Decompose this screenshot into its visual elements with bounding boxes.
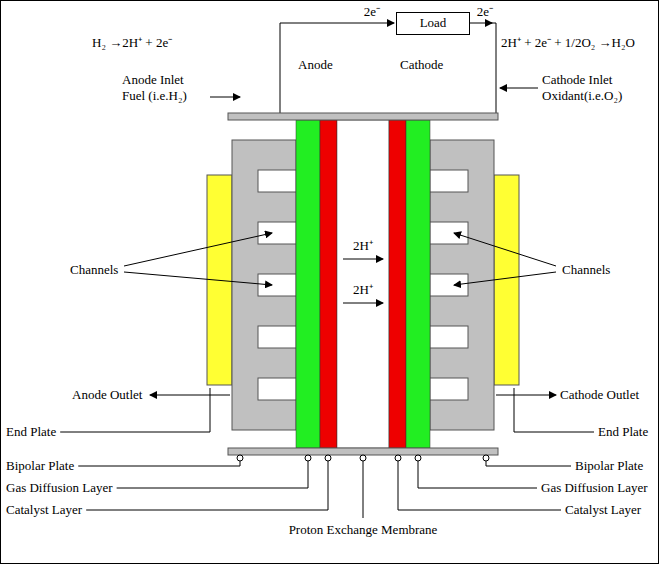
bipolar-plate — [232, 140, 296, 430]
load-label: Load — [420, 15, 447, 30]
leader-line — [486, 461, 571, 466]
leader-line — [78, 461, 240, 466]
anode-reaction: H₂ →2H⁺ + 2e⁻ — [92, 35, 172, 51]
leader-line — [363, 461, 364, 518]
electron-label: 2e⁻ — [477, 4, 493, 20]
inlet-label: Cathode Inlet Oxidant(i.e.O₂) — [542, 72, 652, 104]
leader-line — [117, 461, 308, 488]
part-label: Catalyst Layer — [6, 502, 82, 518]
catalyst-layer — [320, 120, 337, 448]
part-label: Bipolar Plate — [6, 458, 74, 474]
proton-exchange-membrane — [337, 120, 389, 448]
load-box: Load — [396, 12, 470, 35]
bipolar-plate — [430, 140, 494, 430]
part-label: Gas Diffusion Layer — [6, 480, 113, 496]
cathode-wire — [490, 23, 496, 113]
inlet-label: Anode Inlet Fuel (i.e.H₂) — [122, 72, 208, 104]
gas-diffusion-layer — [406, 120, 430, 448]
flow-arrows — [124, 88, 556, 395]
end-plate — [494, 175, 519, 385]
outlet-label: Anode Outlet — [72, 387, 142, 403]
bottom-plate — [228, 448, 498, 455]
part-label: Bipolar Plate — [575, 458, 643, 474]
cathode-wire-arrow — [470, 23, 492, 24]
electrode-label: Cathode — [400, 57, 443, 73]
proton-label: 2H⁺ — [353, 282, 373, 298]
top-plate — [228, 113, 498, 120]
cathode-reaction: 2H⁺ + 2e⁻ + 1/2O₂ →H₂O — [501, 35, 635, 51]
electrode-label: Anode — [298, 57, 333, 73]
channels-label: Channels — [562, 262, 610, 278]
leader-line — [86, 461, 328, 510]
leader-line — [60, 388, 210, 432]
part-label: Gas Diffusion Layer — [541, 480, 648, 496]
electron-label: 2e⁻ — [364, 4, 380, 20]
part-label: End Plate — [6, 424, 56, 440]
outlet-label: Cathode Outlet — [560, 387, 639, 403]
leader-line — [418, 461, 537, 488]
catalyst-layer — [389, 120, 406, 448]
gas-diffusion-layer — [296, 120, 320, 448]
part-label: Catalyst Layer — [565, 502, 641, 518]
part-label: End Plate — [598, 424, 648, 440]
part-label: Proton Exchange Membrane — [289, 522, 438, 538]
proton-label: 2H⁺ — [353, 238, 373, 254]
channels-label: Channels — [70, 262, 118, 278]
anode-wire — [280, 23, 394, 113]
leader-lines — [60, 388, 594, 510]
leader-dots — [237, 455, 489, 461]
leader-line — [398, 461, 561, 510]
